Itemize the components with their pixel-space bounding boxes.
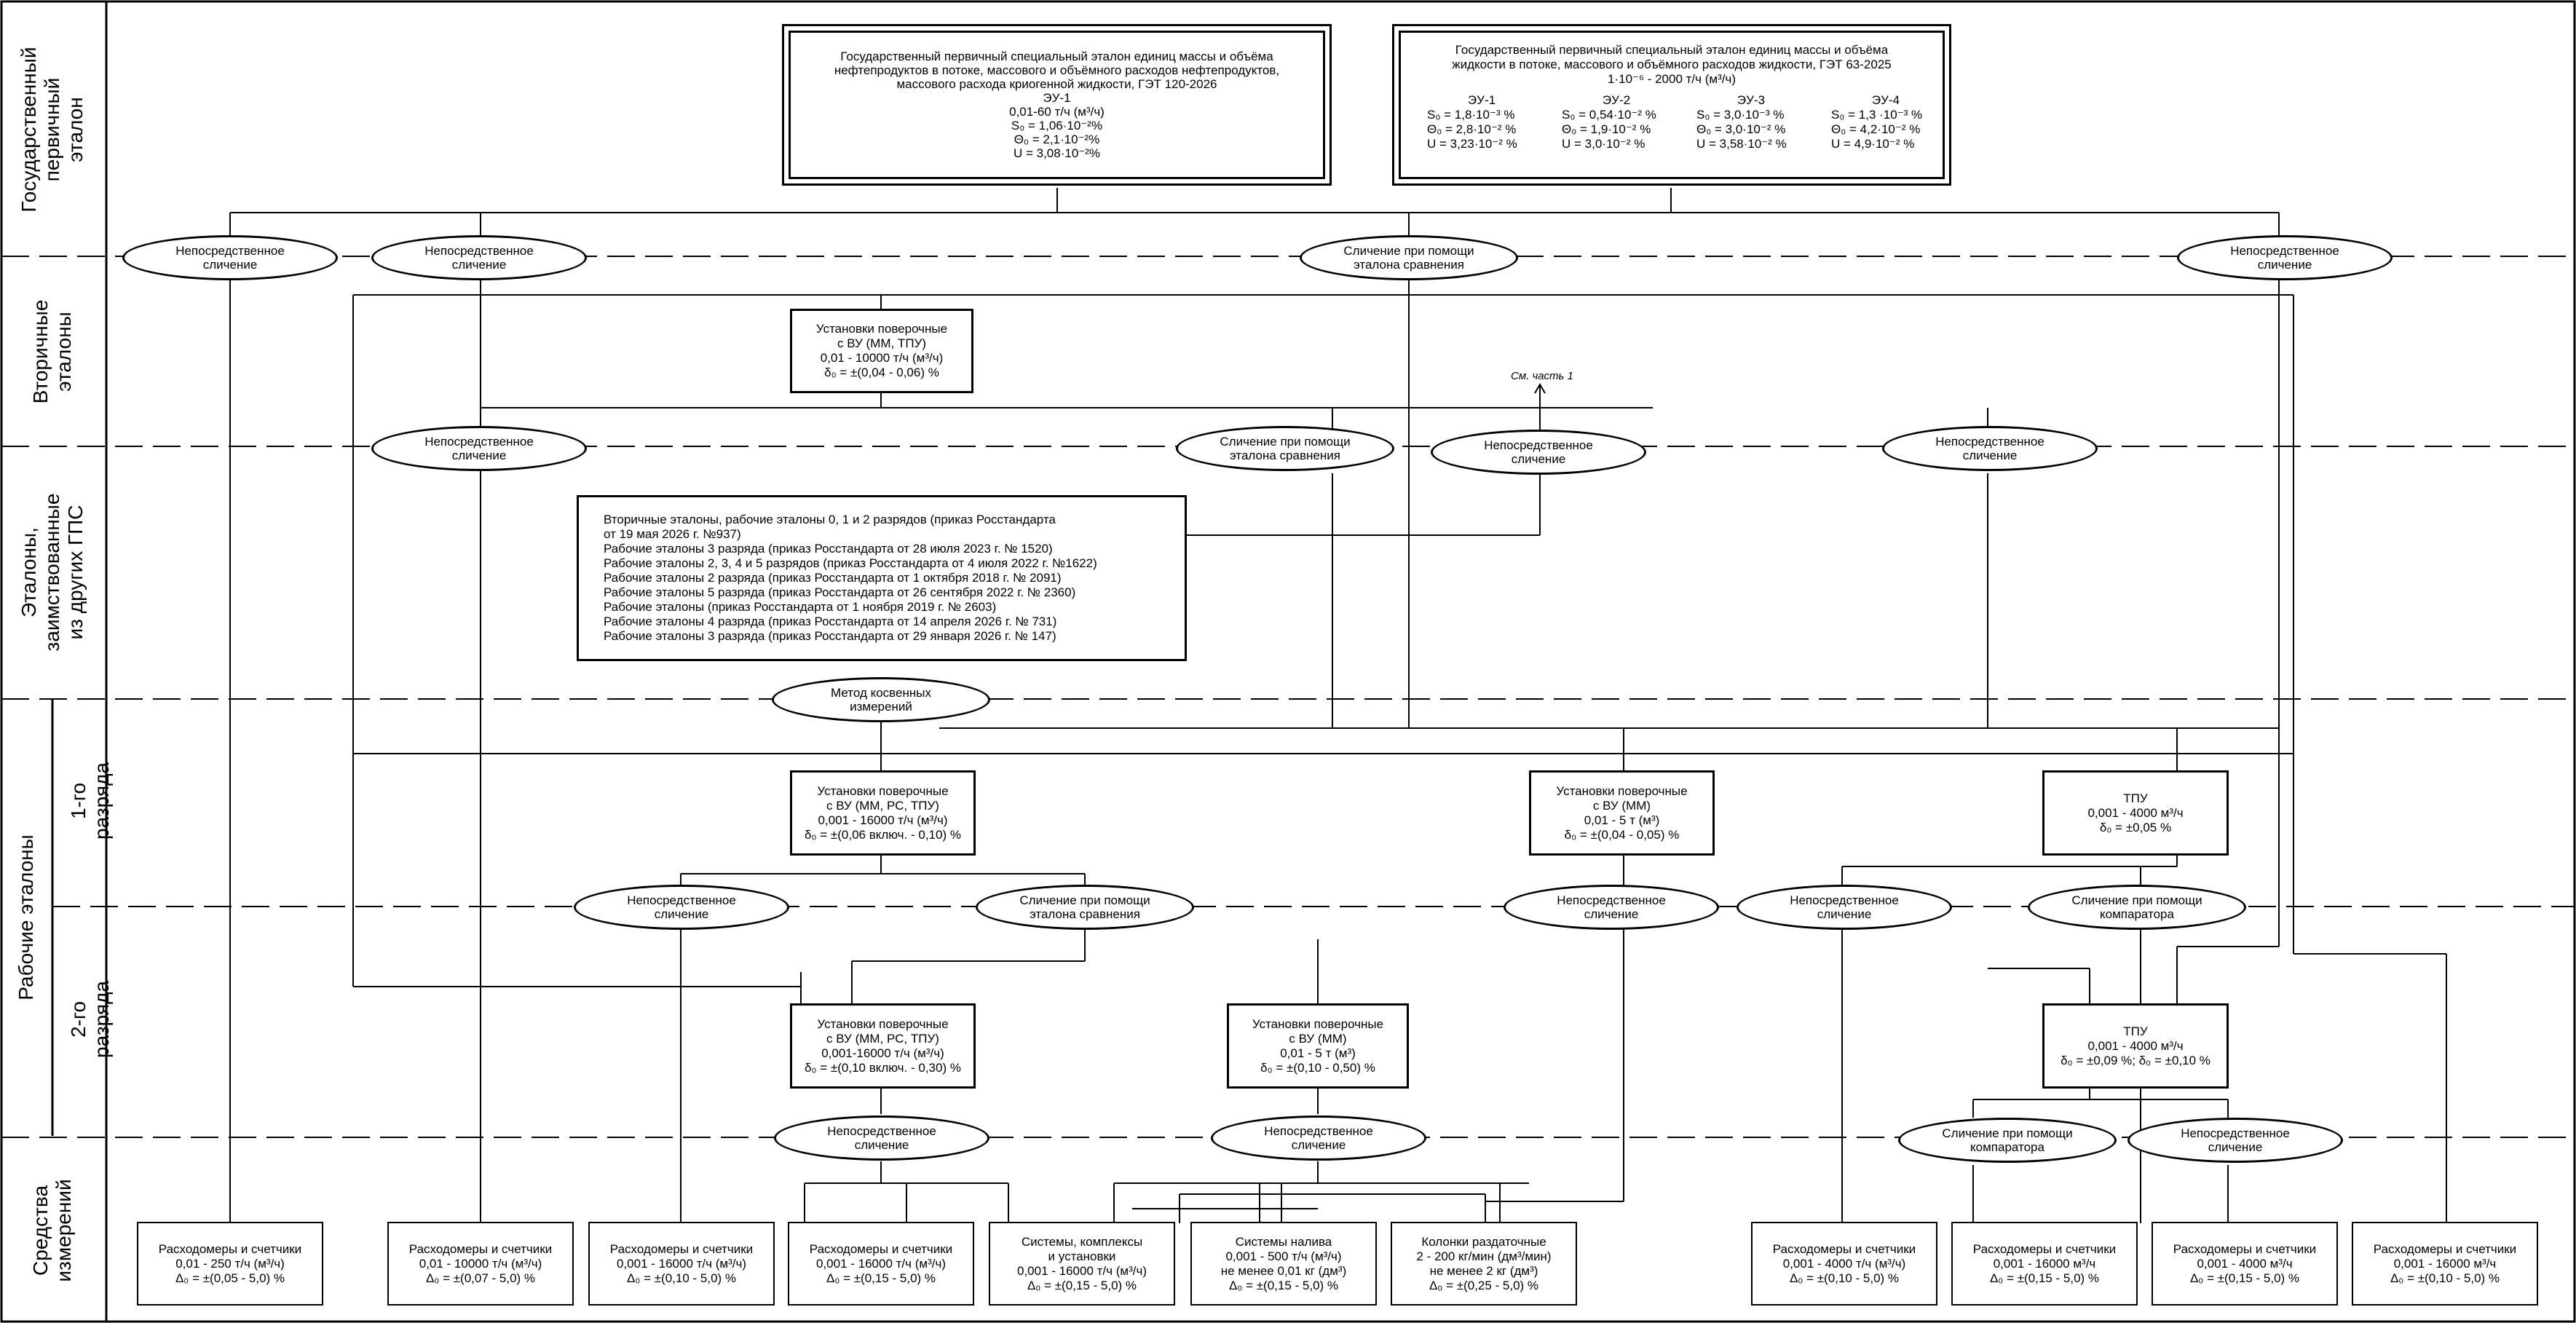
w1-tpu: ТПУ 0,001 - 4000 м³/ч δ₀ = ±0,05 % xyxy=(2042,770,2229,856)
eu-1: ЭУ-1 S₀ = 1,8·10⁻³ % Θ₀ = 2,8·10⁻² % U =… xyxy=(1427,93,1517,151)
eu-3: ЭУ-3 S₀ = 3,0·10⁻³ % Θ₀ = 3,0·10⁻² % U =… xyxy=(1696,93,1787,151)
see-part-1-note: См. часть 1 xyxy=(1511,370,1573,382)
standard-get63: Государственный первичный специальный эт… xyxy=(1392,24,1951,186)
w2-tpu: ТПУ 0,001 - 4000 м³/ч δ₀ = ±0,09 %; δ₀ =… xyxy=(2042,1003,2229,1089)
w1-verification-unit-mm: Установки поверочные с ВУ (ММ) 0,01 - 5 … xyxy=(1529,770,1715,856)
w1-verification-unit-mm-rs-tpu: Установки поверочные с ВУ (ММ, РС, ТПУ) … xyxy=(790,770,976,856)
w2-verification-unit-mm: Установки поверочные с ВУ (ММ) 0,01 - 5 … xyxy=(1227,1003,1409,1089)
eu-4: ЭУ-4 S₀ = 1,3 ·10⁻³ % Θ₀ = 4,2·10⁻² % U … xyxy=(1831,93,1923,151)
standard-get63-units: ЭУ-1 S₀ = 1,8·10⁻³ % Θ₀ = 2,8·10⁻² % U =… xyxy=(1427,93,1940,151)
standard-get120: Государственный первичный специальный эт… xyxy=(782,24,1332,186)
row-label-working: Рабочие эталоны xyxy=(15,834,37,1000)
w2-verification-unit-mm-rs-tpu: Установки поверочные с ВУ (ММ, РС, ТПУ) … xyxy=(790,1003,976,1089)
secondary-verification-unit: Установки поверочные с ВУ (ММ, ТПУ) 0,01… xyxy=(790,309,973,393)
borrowed-standards-list: Вторичные эталоны, рабочие эталоны 0, 1 … xyxy=(577,495,1187,661)
eu-2: ЭУ-2 S₀ = 0,54·10⁻² % Θ₀ = 1,9·10⁻² % U … xyxy=(1562,93,1656,151)
